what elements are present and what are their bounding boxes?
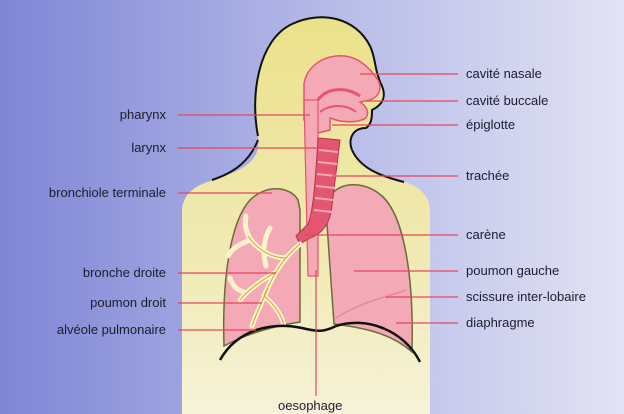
label-pharynx: pharynx [120,107,166,122]
label-carene: carène [466,227,506,242]
label-cavite-buccale: cavité buccale [466,93,548,108]
label-larynx: larynx [131,140,166,155]
label-alveole-pulmonaire: alvéole pulmonaire [57,322,166,337]
label-diaphragme: diaphragme [466,315,535,330]
label-scissure: scissure inter-lobaire [466,289,586,304]
label-poumon-gauche: poumon gauche [466,263,559,278]
label-poumon-droit: poumon droit [90,295,166,310]
label-oesophage: oesophage [278,398,342,413]
label-bronche-droite: bronche droite [83,265,166,280]
label-bronchiole-terminale: bronchiole terminale [49,185,166,200]
label-epiglotte: épiglotte [466,117,515,132]
label-cavite-nasale: cavité nasale [466,66,542,81]
label-trachee: trachée [466,168,509,183]
